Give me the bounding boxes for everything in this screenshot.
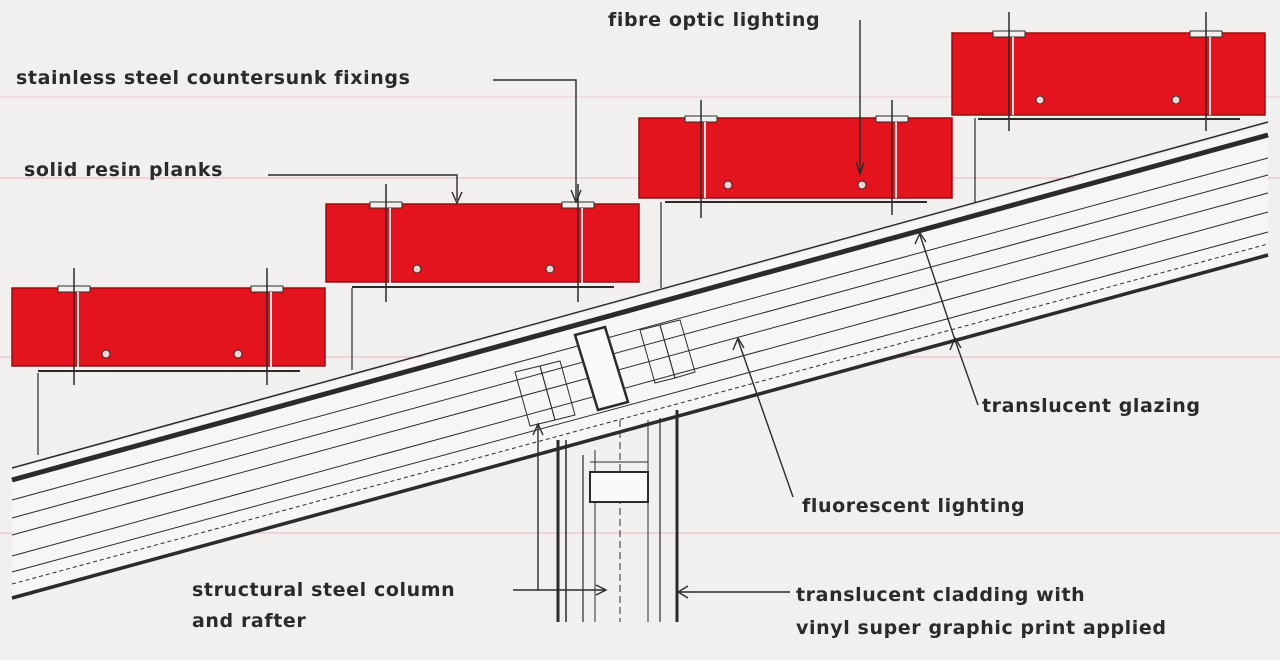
label-translucent-glazing: translucent glazing — [982, 395, 1201, 417]
labels: fibre optic lighting stainless steel cou… — [16, 9, 1201, 639]
resin-plank-2 — [325, 184, 640, 302]
rafter-joint — [514, 319, 696, 427]
label-fluorescent-lighting: fluorescent lighting — [802, 495, 1025, 517]
label-solid-resin-planks: solid resin planks — [24, 159, 223, 181]
label-cladding-line2: vinyl super graphic print applied — [796, 617, 1167, 639]
resin-plank-4 — [951, 12, 1266, 131]
label-stainless-steel-fixings: stainless steel countersunk fixings — [16, 67, 410, 89]
label-structural-column-line1: structural steel column — [192, 579, 455, 601]
label-structural-column-line2: and rafter — [192, 610, 306, 632]
structural-steel-column — [556, 410, 679, 622]
label-cladding-line1: translucent cladding with — [796, 584, 1085, 606]
plank-support-posts — [37, 118, 976, 455]
resin-plank-3 — [638, 100, 953, 218]
sloped-roof-section — [11, 121, 1269, 600]
label-fibre-optic-lighting: fibre optic lighting — [608, 9, 820, 31]
leader-lines — [268, 20, 979, 599]
resin-plank-1 — [11, 268, 326, 385]
